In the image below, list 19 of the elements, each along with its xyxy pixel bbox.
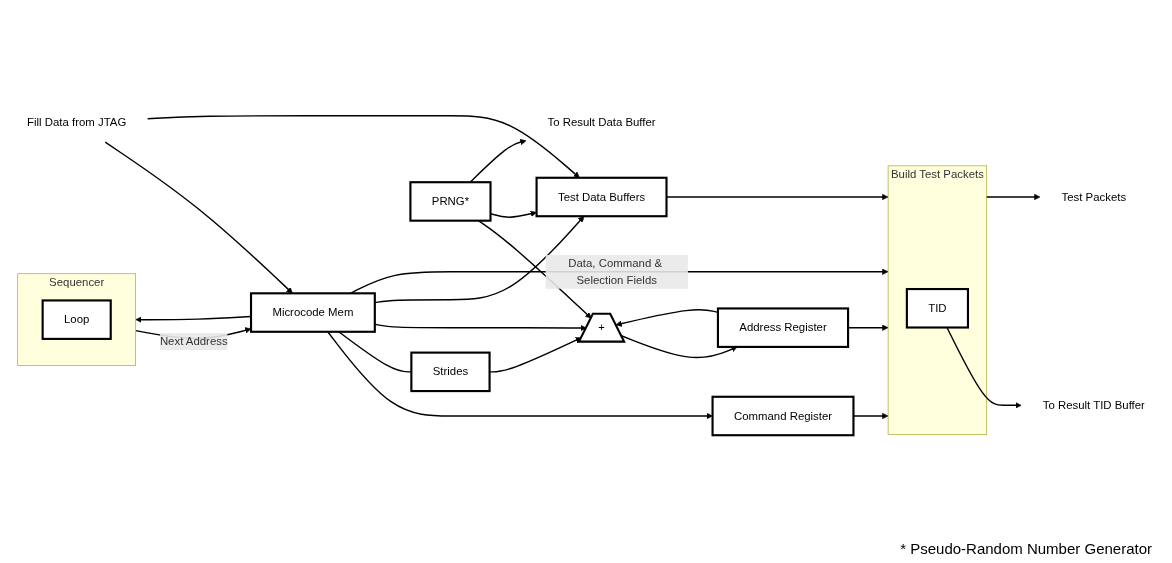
arrow <box>374 215 585 303</box>
node-box: Command Register <box>711 395 855 436</box>
footnote: * Pseudo-Random Number Generator <box>900 540 1152 557</box>
node-box: Address Register <box>716 306 850 348</box>
node-box: Loop <box>41 298 112 340</box>
arrow <box>146 114 580 178</box>
node-box: TID <box>905 287 970 329</box>
node-box: Microcode Mem <box>249 291 376 333</box>
node-text: Test Packets <box>1061 190 1127 203</box>
node-text: Fill Data from JTAG <box>27 116 127 129</box>
arrow <box>986 193 1041 200</box>
node-box: Strides <box>410 351 491 392</box>
edge-label: Next Address <box>159 334 228 347</box>
node-box: Test Data Buffers <box>535 176 668 217</box>
arrow <box>135 315 252 323</box>
node-text: To Result TID Buffer <box>1042 398 1145 411</box>
node-text: To Result Data Buffer <box>547 116 656 129</box>
edge-label: Data, Command & Selection Fields <box>568 256 662 286</box>
node-box: PRNG* <box>409 180 492 222</box>
